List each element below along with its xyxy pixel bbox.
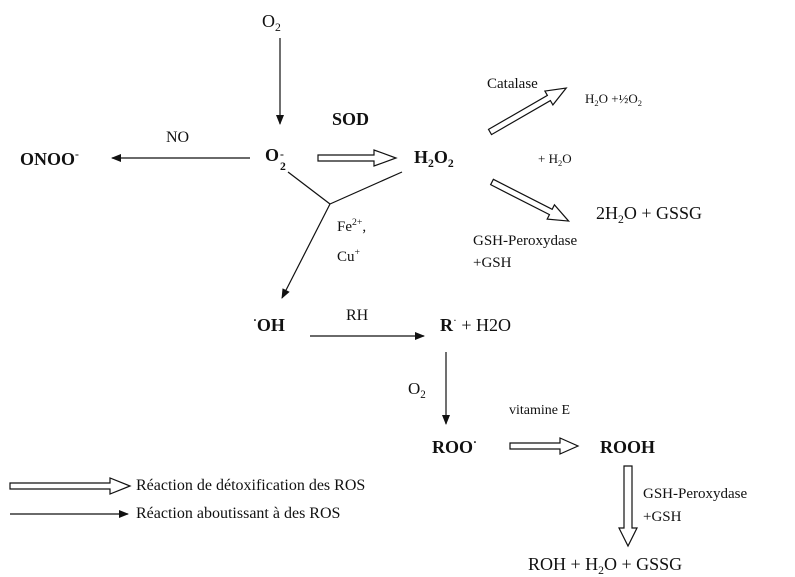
product-final: ROH + H2O + GSSG (528, 554, 683, 577)
hydroperoxide: ROOH (600, 437, 656, 457)
hollow-arrow-sod (317, 149, 398, 167)
label-gsh-peroxidase-1: GSH-Peroxydase (473, 233, 578, 249)
peroxyl-radical: ROO· (432, 435, 477, 457)
legend-detox-label: Réaction de détoxification des ROS (136, 477, 366, 494)
label-catalase: Catalase (487, 76, 538, 92)
peroxynitrite: ONOO- (20, 147, 79, 169)
label-copper: Cu+ (337, 247, 361, 265)
oxygen-top: O2 (262, 11, 281, 35)
label-no: NO (166, 129, 190, 146)
label-iron: Fe2+, (337, 217, 367, 235)
label-gsh-peroxidase-2: GSH-Peroxydase (643, 486, 748, 502)
superoxide: O-2 (265, 145, 286, 173)
hollow-arrow-catalase (487, 87, 568, 136)
legend-ros-label: Réaction aboutissant à des ROS (136, 505, 341, 522)
arrow-to-hydroxyl (281, 203, 331, 299)
hydroxyl-radical: ·OH (253, 313, 285, 335)
product-gsh-peroxidase: 2H2O + GSSG (596, 203, 703, 227)
hollow-arrow-gsh-peroxidase (489, 178, 571, 222)
hollow-arrow-rooh-to-final (618, 465, 638, 548)
label-gsh-2: +GSH (643, 509, 682, 525)
haber-weiss-branch-left (287, 171, 331, 205)
haber-weiss-branch-right (329, 171, 403, 205)
hydrogen-peroxide: H2O2 (414, 147, 454, 171)
label-sod: SOD (332, 109, 370, 129)
label-plus-water: + H2O (538, 151, 572, 168)
alkyl-radical: R· + H2O (440, 313, 512, 335)
label-vitamine-e: vitamine E (509, 403, 571, 418)
oxygen-mid: O2 (408, 379, 426, 401)
label-rh: RH (346, 307, 369, 324)
label-gsh-1: +GSH (473, 255, 512, 271)
legend-hollow-arrow (9, 477, 132, 495)
hollow-arrow-vitamine-e (509, 437, 580, 455)
product-catalase: H2O +½O2 (585, 91, 642, 108)
